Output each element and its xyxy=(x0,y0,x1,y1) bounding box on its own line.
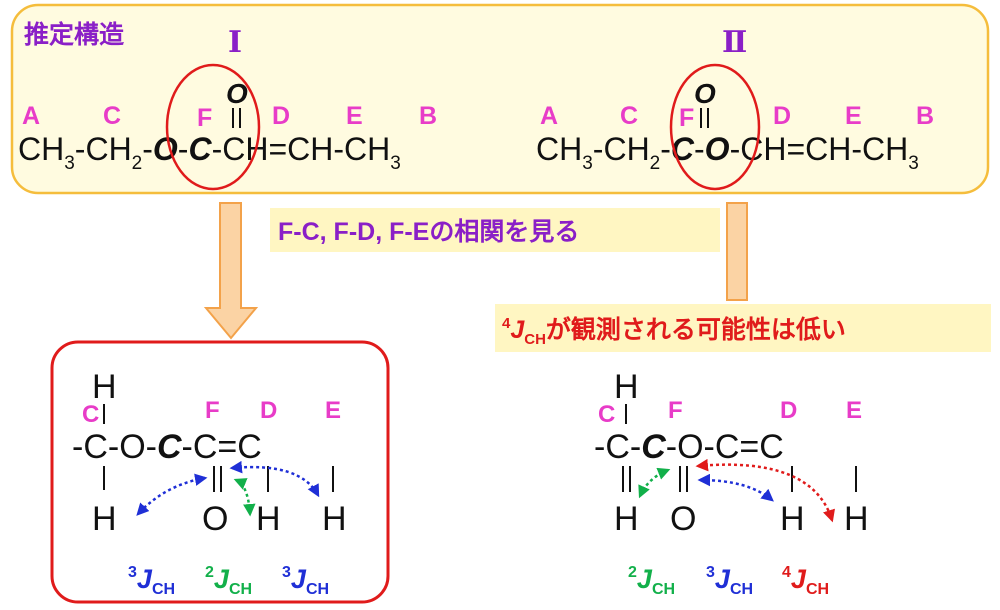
coupling-label-3jch: 3JCH xyxy=(706,564,753,598)
atom-h2: H xyxy=(780,500,805,538)
label-f: F xyxy=(205,397,220,424)
atom-h-top: H xyxy=(92,368,117,406)
label-e: E xyxy=(346,102,363,130)
atom-h3: H xyxy=(322,500,347,538)
coupling-arrow-4jch xyxy=(695,458,835,523)
coupling-label-2jch: 2JCH xyxy=(205,564,252,598)
coupling-label-4jch: 4JCH xyxy=(782,564,829,598)
carbonyl-oxygen: O xyxy=(694,78,716,109)
label-c: C xyxy=(598,401,615,428)
label-b: B xyxy=(419,102,437,130)
label-d: D xyxy=(780,397,797,424)
panel-title: 推定構造 xyxy=(24,20,124,49)
highlight-circle xyxy=(669,63,761,191)
middle-banner-text: F-C, F-D, F-Eの相関を見る xyxy=(278,218,579,246)
label-f: F xyxy=(197,104,212,132)
middle-banner xyxy=(270,208,720,252)
label-c: C xyxy=(82,401,99,428)
coupling-label-3jch: 3JCH xyxy=(128,564,175,598)
atom-h2: H xyxy=(256,500,281,538)
highlight-circle xyxy=(165,63,261,191)
down-arrow-left xyxy=(203,202,259,340)
coupling-arrow-2jch xyxy=(638,467,671,499)
right-banner xyxy=(495,304,991,352)
label-e: E xyxy=(846,397,862,424)
ester-formula-1: CH3-CH2-O-C-CH=CH-CH3 xyxy=(18,131,401,174)
label-f: F xyxy=(668,397,683,424)
atom-h1: H xyxy=(614,500,639,538)
label-e: E xyxy=(325,397,341,424)
label-a: A xyxy=(22,102,40,130)
structure-2: Ⅱ A C F D E B O CH3-CH2-C-O-CH=CH-CH3 xyxy=(536,25,934,191)
fragment-structure-2: H C F D E -C-C-O-C=C H O H H 2JCH 3JCH 4… xyxy=(594,368,869,598)
coupling-arrow-3jch xyxy=(697,473,774,502)
label-b: B xyxy=(916,102,934,130)
structure-2-roman: Ⅱ xyxy=(722,25,747,60)
down-arrow-right-stem xyxy=(726,202,748,301)
fragment-structure-1: H C F D E -C-O-C-C=C H O H H 3JCH 2JCH 3… xyxy=(72,368,347,598)
coupling-legend-left: 3JCH 2JCH 3JCH xyxy=(128,564,329,598)
ester-formula-2: CH3-CH2-C-O-CH=CH-CH3 xyxy=(536,131,919,174)
fragment-chain: -C-C-O-C=C xyxy=(594,428,784,466)
label-c: C xyxy=(103,102,121,130)
coupling-arrow-3jch xyxy=(229,460,320,498)
atom-o: O xyxy=(670,500,696,538)
label-d: D xyxy=(773,102,791,130)
label-f: F xyxy=(679,104,694,132)
coupling-label-2jch: 2JCH xyxy=(628,564,675,598)
atom-h-top: H xyxy=(614,368,639,406)
structure-1: Ⅰ A C F D E B O CH3-CH2-O-C-CH=CH-CH3 xyxy=(18,25,437,191)
atom-h3: H xyxy=(844,500,869,538)
label-d: D xyxy=(272,102,290,130)
structure-1-roman: Ⅰ xyxy=(228,25,242,60)
atom-o: O xyxy=(202,500,228,538)
label-d: D xyxy=(260,397,277,424)
label-e: E xyxy=(845,102,862,130)
label-c: C xyxy=(620,102,638,130)
label-a: A xyxy=(540,102,558,130)
coupling-arrow-3jch xyxy=(136,473,208,516)
right-banner-text: 4JCHが観測される可能性は低い xyxy=(502,315,846,348)
coupling-legend-right: 2JCH 3JCH 4JCH xyxy=(628,564,829,598)
coupling-label-3jch: 3JCH xyxy=(282,564,329,598)
fragment-chain: -C-O-C-C=C xyxy=(72,428,262,466)
atom-h1: H xyxy=(92,500,117,538)
carbonyl-oxygen: O xyxy=(226,78,248,109)
